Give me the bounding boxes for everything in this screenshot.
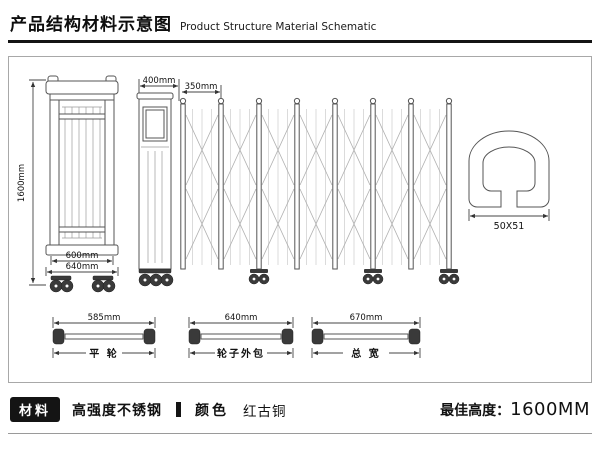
accordion-section: [179, 97, 460, 285]
dim-600-text: 600mm: [66, 251, 99, 261]
page-subtitle: Product Structure Material Schematic: [180, 21, 377, 33]
wheel-dim-flat: 585mm 平 轮: [52, 313, 156, 360]
wheel-dim-total-width: 670mm 总 宽: [311, 313, 421, 360]
gate-head-front-view: [45, 75, 119, 256]
header: 产品结构材料示意图 Product Structure Material Sch…: [0, 0, 600, 35]
dim-640b-text: 640mm: [225, 313, 258, 323]
dim-outer-width-640: 640mm: [45, 262, 119, 276]
dim-inner-width-600: 600mm: [50, 251, 114, 265]
dim-height-1600: 1600mm: [17, 79, 46, 286]
color-label: 颜色: [195, 402, 230, 419]
footer-bar: 材料 高强度不锈钢 颜色 红古铜 最佳高度： 1600MM: [10, 397, 590, 422]
head-casters: [138, 268, 174, 287]
schematic-panel: 1600mm 60: [8, 56, 592, 383]
label-flat-wheel: 平 轮: [89, 347, 118, 360]
header-rule: [8, 40, 592, 43]
best-height-value: 1600MM: [510, 399, 590, 420]
material-badge: 材料: [10, 397, 61, 422]
footer-rule: [8, 433, 592, 434]
front-view-casters: [49, 275, 116, 293]
page-title: 产品结构材料示意图: [10, 15, 172, 35]
dim-585-text: 585mm: [88, 313, 121, 323]
gate-head-side-view: [136, 92, 174, 270]
footer-divider: [176, 402, 182, 417]
dim-670-text: 670mm: [350, 313, 383, 323]
dim-350-text: 350mm: [185, 82, 218, 92]
best-height-label: 最佳高度：: [440, 402, 511, 419]
dim-height-text: 1600mm: [17, 164, 27, 202]
schematic-drawing: 1600mm 60: [17, 75, 550, 360]
material-value: 高强度不锈钢: [72, 402, 163, 419]
dim-profile-text: 50X51: [494, 221, 525, 232]
label-wheel-wrap: 轮子外包: [217, 347, 265, 360]
dim-section-350: 350mm: [181, 82, 222, 103]
color-value: 红古铜: [243, 403, 287, 420]
label-total-width: 总 宽: [351, 347, 380, 360]
dim-640-text: 640mm: [66, 262, 99, 272]
dim-profile-50x51: 50X51: [468, 209, 550, 232]
rail-profile-section: [468, 130, 550, 208]
wheel-dim-outer-wrap: 640mm 轮子外包: [188, 313, 294, 360]
dim-400-text: 400mm: [143, 76, 176, 86]
